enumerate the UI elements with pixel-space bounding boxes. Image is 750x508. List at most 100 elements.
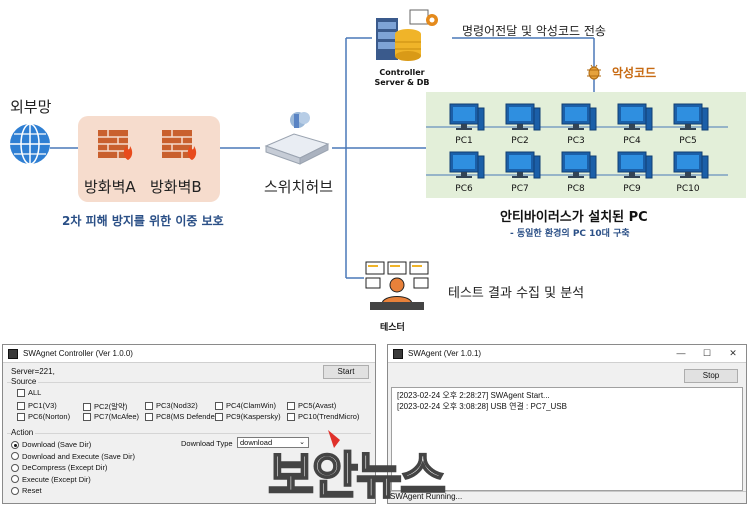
source-checkbox-label: PC3(Nod32) [156,401,198,410]
checkbox-icon [215,401,223,410]
network-diagram: 외부망 방화벽A 방화벽B 2차 피해 방지를 위한 이중 보호 [10,9,746,333]
download-type-value: download [240,438,273,447]
pc-label: PC8 [567,184,585,194]
server-text: Server=221, [11,367,55,376]
agent-titlebar: SWAgent (Ver 1.0.1) — ☐ ✕ [388,345,746,363]
pc-icon [617,151,653,179]
tester-icon [365,261,429,310]
log-box[interactable]: [2023-02-24 오후 2:28:27] SWAgent Start...… [391,387,743,491]
download-type-select[interactable]: download ⌄ [237,437,309,448]
connection-lines [50,37,595,279]
action-radio[interactable]: Download and Execute (Save Dir) [11,452,135,461]
source-checkbox-label: PC1(V3) [28,401,57,410]
agent-window: SWAgent (Ver 1.0.1) — ☐ ✕ Stop [2023-02-… [387,344,747,504]
pc-label: PC5 [679,136,697,146]
status-bar: SWAgent Running... [388,491,746,503]
source-all-checkbox[interactable]: ALL [17,388,41,397]
controller-label-line1: Controller [379,68,425,77]
source-checkbox[interactable]: PC10(TrendMicro) [287,412,359,421]
source-checkbox[interactable]: PC1(V3) [17,401,57,410]
radio-icon [11,486,19,495]
pc-label: PC4 [623,136,641,146]
checkbox-icon [83,402,91,411]
source-checkbox[interactable]: PC2(알약) [83,401,127,412]
checkbox-icon [17,401,25,410]
firewall-b-label: 방화벽B [150,178,202,196]
checkbox-icon [287,412,295,421]
app-icon [393,348,403,359]
download-type-label: Download Type [181,439,233,448]
source-checkbox[interactable]: PC5(Avast) [287,401,336,410]
action-radio[interactable]: DeCompress (Except Dir) [11,463,107,472]
start-button[interactable]: Start [323,365,369,379]
source-checkbox[interactable]: PC9(Kaspersky) [215,412,281,421]
source-checkbox[interactable]: PC3(Nod32) [145,401,198,410]
source-group-title: Source [11,377,39,386]
checkbox-icon [287,401,295,410]
radio-icon [11,452,19,460]
stop-button[interactable]: Stop [684,369,738,383]
radio-icon [11,440,19,449]
server-db-icon [376,9,438,61]
source-checkbox[interactable]: PC6(Norton) [17,412,70,421]
external-network-label: 외부망 [10,98,52,116]
controller-window: SWAgnet Controller (Ver 1.0.0) Server=22… [2,344,376,504]
controller-titlebar: SWAgnet Controller (Ver 1.0.0) [3,345,375,363]
pc-icon [505,151,541,179]
log-line: [2023-02-24 오후 3:08:28] USB 연결 : PC7_USB [397,402,567,411]
tester-label: 테스터 [380,323,405,333]
window-controls: — ☐ ✕ [668,348,746,359]
malware-label: 악성코드 [612,66,657,80]
source-checkbox[interactable]: PC8(MS Defender) [145,412,220,421]
maximize-icon[interactable]: ☐ [702,348,712,358]
switch-hub-label: 스위치허브 [264,178,334,196]
divider [7,433,371,434]
dual-protection-label: 2차 피해 방지를 위한 이중 보호 [62,214,224,228]
globe-icon [10,123,50,165]
pc-icon [561,103,597,131]
source-checkbox-label: PC8(MS Defender) [156,412,220,421]
source-checkbox-label: PC10(TrendMicro) [298,412,360,421]
pc-icon [561,151,597,179]
controller-label: Controller Server & DB [372,68,432,88]
action-radio-label: DeCompress (Except Dir) [22,463,108,472]
av-pc-title: 안티바이러스가 설치된 PC [500,210,648,225]
source-checkbox-label: PC6(Norton) [28,412,71,421]
log-line: [2023-02-24 오후 2:28:27] SWAgent Start... [397,391,550,400]
checkbox-icon [215,412,223,421]
source-checkbox[interactable]: PC7(McAfee) [83,412,139,421]
pc-label: PC6 [455,184,473,194]
action-radio[interactable]: Reset [11,486,42,495]
pc-label: PC3 [567,136,585,146]
action-radio-label: Reset [22,486,42,495]
pc-icon [449,103,485,131]
source-checkbox-label: PC9(Kaspersky) [226,412,281,421]
firewall-b-icon [162,130,197,160]
test-result-label: 테스트 결과 수집 및 분석 [448,286,585,301]
pc-label: PC7 [511,184,529,194]
radio-icon [11,475,19,483]
source-checkbox-label: PC2(알약) [94,402,128,411]
source-all-label: ALL [28,388,42,397]
controller-window-title: SWAgnet Controller (Ver 1.0.0) [23,349,133,358]
source-checkbox[interactable]: PC4(ClamWin) [215,401,276,410]
radio-icon [11,463,19,472]
source-checkbox-label: PC4(ClamWin) [226,401,277,410]
pc-label: PC10 [676,184,700,194]
action-radio-label: Download and Execute (Save Dir) [22,451,135,461]
action-radio[interactable]: Download (Save Dir) [11,440,91,449]
checkbox-icon [145,401,153,410]
close-icon[interactable]: ✕ [729,348,737,358]
divider [7,382,371,383]
minimize-icon[interactable]: — [676,348,686,358]
checkbox-icon [17,412,25,421]
controller-label-line2: Server & DB [374,78,430,87]
command-transfer-label: 명령어전달 및 악성코드 전송 [462,24,606,38]
source-checkbox-label: PC5(Avast) [298,401,337,410]
switch-hub-icon [264,112,330,165]
chevron-down-icon: ⌄ [299,439,305,446]
pc-icon [505,103,541,131]
action-radio[interactable]: Execute (Except Dir) [11,475,91,484]
action-group-title: Action [11,428,36,437]
watermark-accent-icon [328,430,340,448]
